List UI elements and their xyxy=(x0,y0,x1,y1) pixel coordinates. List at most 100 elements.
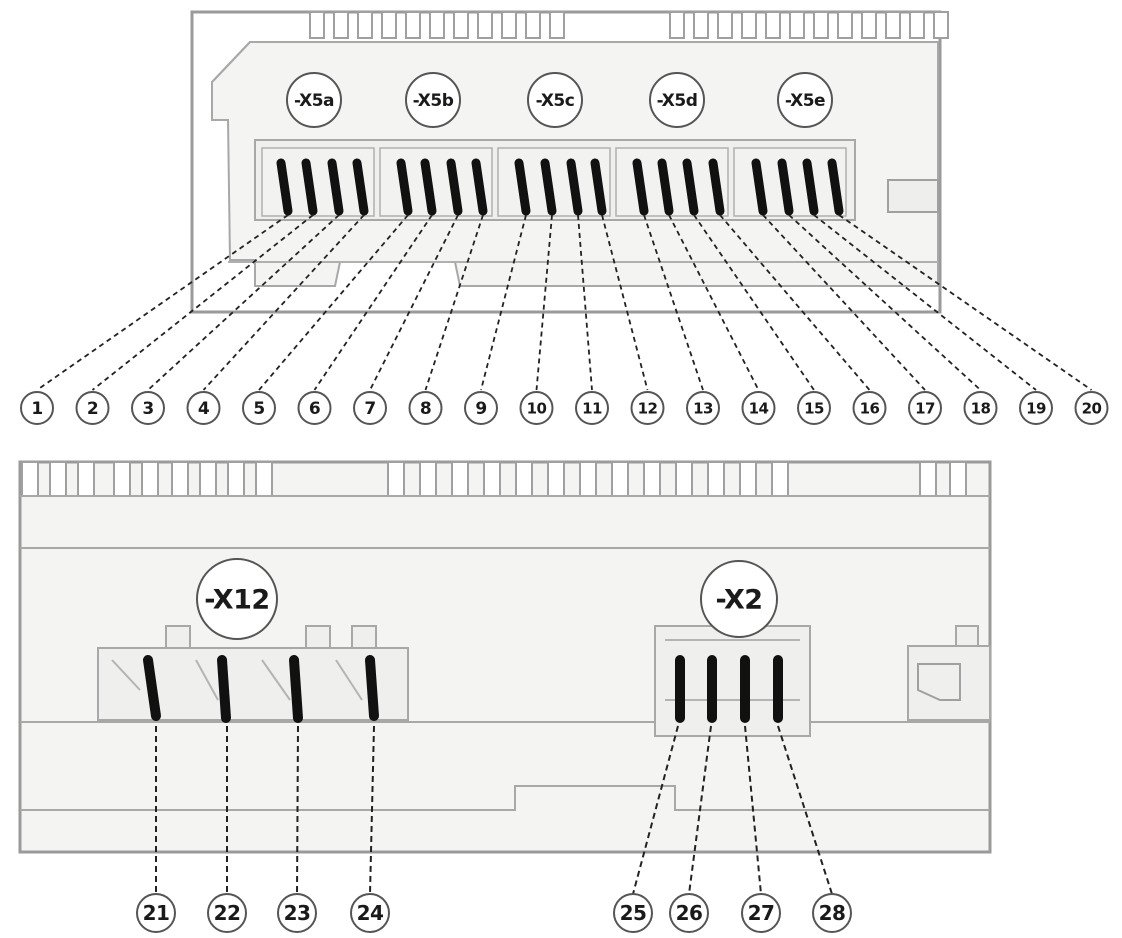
terminal-9: 9 xyxy=(464,391,498,425)
wire-3 xyxy=(327,158,344,216)
vent-slot xyxy=(549,11,565,39)
top-vents xyxy=(309,11,949,39)
terminal-1-circle xyxy=(20,391,54,425)
terminal-3: 3 xyxy=(131,391,165,425)
vent-slot xyxy=(381,11,397,39)
vent-slot xyxy=(357,11,373,39)
wire-1 xyxy=(276,158,293,216)
terminal-16: 16 xyxy=(852,391,887,425)
vent-slot xyxy=(837,11,853,39)
terminal-2-circle xyxy=(75,391,110,425)
vent-slot xyxy=(693,11,709,39)
wire-23 xyxy=(289,655,303,723)
vent-slot xyxy=(675,461,693,497)
wire-15 xyxy=(682,158,699,216)
side-port xyxy=(887,179,939,213)
terminal-20-circle xyxy=(1074,391,1109,425)
connector-x12-circle xyxy=(196,558,278,640)
terminal-20: 20 xyxy=(1074,391,1109,425)
terminal-26: 26 xyxy=(669,893,709,933)
connector-x5e-circle xyxy=(777,72,833,128)
terminal-5-label: 5 xyxy=(253,399,264,419)
vent-slot xyxy=(739,461,757,497)
terminal-19-circle xyxy=(1019,391,1053,425)
terminal-27: 27 xyxy=(741,893,781,933)
leader-3 xyxy=(147,214,340,391)
leader-26 xyxy=(688,725,712,895)
vent-slot xyxy=(387,461,405,497)
wire-19 xyxy=(802,158,819,216)
terminal-17-label: 17 xyxy=(915,399,935,417)
bottom-connector-badges: -X12-X2 xyxy=(196,558,778,640)
terminal-7-label: 7 xyxy=(364,399,375,419)
leader-5 xyxy=(258,214,409,391)
vent-slot xyxy=(579,461,597,497)
leader-17 xyxy=(762,214,926,391)
leader-4 xyxy=(202,214,365,391)
connector-x5a-label: -X5a xyxy=(294,91,334,111)
terminal-10: 10 xyxy=(519,391,554,425)
terminal-27-label: 27 xyxy=(748,901,775,925)
top-leader-lines xyxy=(36,214,1093,391)
terminal-6-label: 6 xyxy=(309,399,320,419)
vent-slot xyxy=(643,461,661,497)
connector-x5c: -X5c xyxy=(527,72,583,128)
terminal-24-circle xyxy=(350,893,390,933)
vent-slot xyxy=(515,461,533,497)
vent-slot xyxy=(113,461,131,497)
connector-x5b-circle xyxy=(405,72,461,128)
wire-20 xyxy=(827,158,844,216)
terminal-26-label: 26 xyxy=(676,901,703,925)
vent-slot xyxy=(765,11,781,39)
leader-14 xyxy=(668,214,760,391)
terminal-11-label: 11 xyxy=(582,399,602,417)
leader-10 xyxy=(535,214,553,391)
terminal-14-circle xyxy=(741,391,776,425)
vent-slot xyxy=(525,11,541,39)
wire-14 xyxy=(657,158,674,216)
terminal-15-label: 15 xyxy=(804,399,824,417)
leader-20 xyxy=(838,214,1093,391)
vent-slot xyxy=(669,11,685,39)
terminal-13-circle xyxy=(686,391,720,425)
terminal-12: 12 xyxy=(630,391,665,425)
vent-slot xyxy=(255,461,273,497)
terminal-9-circle xyxy=(464,391,498,425)
terminal-6: 6 xyxy=(297,391,332,425)
terminal-7-circle xyxy=(353,391,387,425)
wire-7 xyxy=(446,158,463,216)
wire-6 xyxy=(420,158,437,216)
connector-x5a-circle xyxy=(286,72,342,128)
leader-8 xyxy=(424,214,484,391)
terminal-21-label: 21 xyxy=(143,901,170,925)
top-connector-badges: -X5a-X5b-X5c-X5d-X5e xyxy=(286,72,833,128)
terminal-24: 24 xyxy=(350,893,390,933)
connector-x12: -X12 xyxy=(196,558,278,640)
terminal-14: 14 xyxy=(741,391,776,425)
leader-11 xyxy=(577,214,593,391)
wire-22 xyxy=(217,655,231,723)
vent-slot xyxy=(885,11,901,39)
terminal-18-circle xyxy=(963,391,998,425)
terminal-28-circle xyxy=(812,893,852,933)
terminal-17: 17 xyxy=(908,391,942,425)
leader-6 xyxy=(313,214,433,391)
terminal-23-label: 23 xyxy=(284,901,311,925)
terminal-12-label: 12 xyxy=(638,399,658,417)
connector-x5e: -X5e xyxy=(777,72,833,128)
wire-17 xyxy=(751,158,768,216)
top-wires xyxy=(276,158,844,216)
wire-2 xyxy=(301,158,318,216)
vent-slot xyxy=(919,461,937,497)
connector-x5e-label: -X5e xyxy=(785,91,825,111)
terminal-4-circle xyxy=(186,391,221,425)
wire-13 xyxy=(632,158,649,216)
bottom-module-lower xyxy=(20,721,990,811)
leader-9 xyxy=(480,214,527,391)
terminal-8-circle xyxy=(408,391,443,425)
wire-4 xyxy=(352,158,369,216)
vent-slot xyxy=(483,461,501,497)
leader-18 xyxy=(788,214,982,391)
leader-13 xyxy=(643,214,704,391)
leader-12 xyxy=(601,214,649,391)
